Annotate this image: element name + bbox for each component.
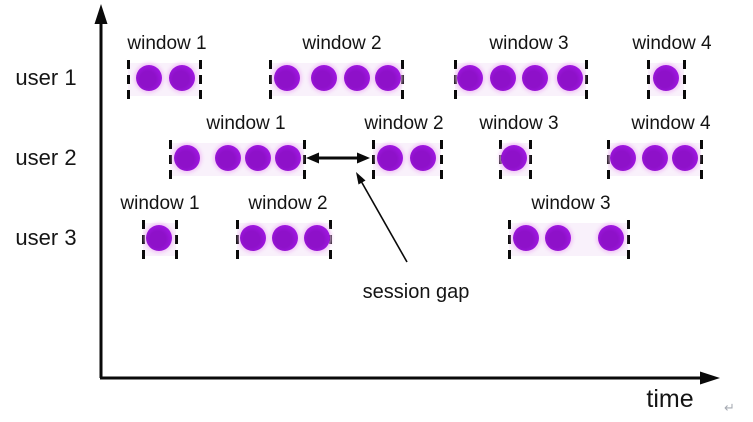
event-dot xyxy=(457,65,483,91)
event-dot xyxy=(377,145,403,171)
window-boundary-dash xyxy=(508,220,511,262)
window-label: window 2 xyxy=(364,113,444,134)
window-boundary-dash xyxy=(372,140,375,182)
user-row-label: user 2 xyxy=(15,145,77,170)
window-boundary-dash xyxy=(401,60,404,102)
window-boundary-dash xyxy=(627,220,630,262)
event-dot xyxy=(174,145,200,171)
return-mark: ↵ xyxy=(724,400,735,415)
window-label: window 2 xyxy=(248,193,328,214)
event-dot xyxy=(146,225,172,251)
event-dot xyxy=(136,65,162,91)
window-label: window 3 xyxy=(489,33,569,54)
window-label: window 1 xyxy=(120,193,200,214)
event-dot xyxy=(169,65,195,91)
event-dot xyxy=(642,145,668,171)
window-label: window 4 xyxy=(631,113,711,134)
window-boundary-dash xyxy=(269,60,272,102)
window-boundary-dash xyxy=(700,140,703,182)
window-label: window 4 xyxy=(632,33,712,54)
window-label: window 1 xyxy=(206,113,286,134)
event-dot xyxy=(490,65,516,91)
event-dot xyxy=(653,65,679,91)
time-axis-label: time xyxy=(646,385,694,413)
event-dot xyxy=(513,225,539,251)
user-row-label: user 3 xyxy=(15,225,77,250)
event-dot xyxy=(311,65,337,91)
window-boundary-dash xyxy=(236,220,239,262)
event-dot xyxy=(344,65,370,91)
window-boundary-dash xyxy=(175,220,178,262)
event-dot xyxy=(215,145,241,171)
window-boundary-dash xyxy=(127,60,130,102)
event-dot xyxy=(410,145,436,171)
event-dot xyxy=(610,145,636,171)
y-axis-arrowhead-icon xyxy=(94,4,108,24)
window-boundary-dash xyxy=(499,140,502,182)
event-dot xyxy=(275,145,301,171)
window-boundary-dash xyxy=(585,60,588,102)
session-gap-label: session gap xyxy=(362,281,470,303)
event-dot xyxy=(672,145,698,171)
y-axis xyxy=(94,4,108,378)
window-boundary-dash xyxy=(647,60,650,102)
event-dot xyxy=(557,65,583,91)
window-boundary-dash xyxy=(607,140,610,182)
window-label: window 2 xyxy=(302,33,382,54)
event-dot xyxy=(375,65,401,91)
window-boundary-dash xyxy=(329,220,332,262)
event-dot xyxy=(245,145,271,171)
window-boundary-dash xyxy=(683,60,686,102)
event-dot xyxy=(501,145,527,171)
event-dot xyxy=(598,225,624,251)
event-dot xyxy=(272,225,298,251)
window-boundary-dash xyxy=(199,60,202,102)
window-label: window 3 xyxy=(479,113,559,134)
window-boundary-dash xyxy=(169,140,172,182)
window-label: window 3 xyxy=(531,193,611,214)
session-gap-double-arrow-icon xyxy=(306,152,370,164)
x-axis-arrowhead-icon xyxy=(700,371,720,385)
event-dot xyxy=(274,65,300,91)
event-dot xyxy=(545,225,571,251)
event-dot xyxy=(522,65,548,91)
window-boundary-dash xyxy=(303,140,306,182)
window-boundary-dash xyxy=(142,220,145,262)
session-gap-pointer-arrow-icon xyxy=(356,172,408,263)
window-label: window 1 xyxy=(127,33,207,54)
event-dot xyxy=(240,225,266,251)
window-boundary-dash xyxy=(454,60,457,102)
x-axis xyxy=(100,371,720,385)
window-boundary-dash xyxy=(440,140,443,182)
window-boundary-dash xyxy=(529,140,532,182)
user-row-label: user 1 xyxy=(15,65,77,90)
event-dot xyxy=(304,225,330,251)
